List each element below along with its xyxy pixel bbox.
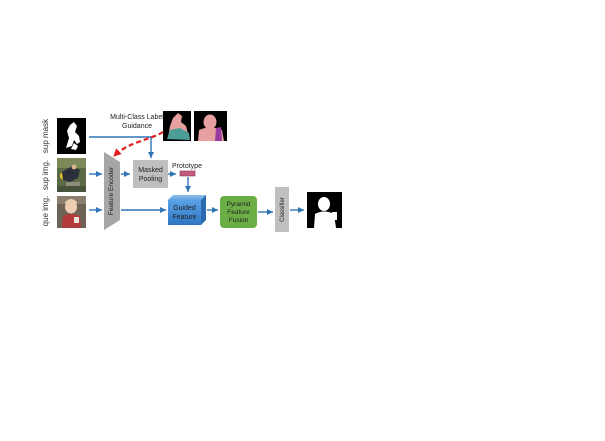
support-image [57,158,86,192]
prototype: Prototype [172,163,202,177]
multi-class-mask-1 [163,111,191,141]
pyramid-feature-fusion-box: Pyramid Feature Fusion [220,196,257,228]
que-img-label: que img. [41,196,50,227]
guidance-arrow [113,131,164,157]
input-arrows [89,136,166,213]
guidance-label-line1: Multi-Class Label [110,114,164,121]
sup-mask-label: sup mask [41,118,50,153]
guided-feature-line1: Guided [173,205,196,212]
query-image [57,196,86,228]
guidance-label-line2: Guidance [122,123,152,130]
guided-feature-cube: Guided Feature [168,195,206,225]
prototype-label: Prototype [172,163,202,170]
masked-pooling-line1: Masked [138,167,163,174]
classifier-box: Classifier [275,187,289,232]
fusion-line2: Feature [227,209,250,216]
guided-feature-line2: Feature [172,214,196,221]
sup-img-label: sup img. [41,160,50,190]
support-mask-image [57,118,86,154]
fusion-line3: Fusion [229,217,249,224]
feature-encoder: Feature Encoder [104,152,120,230]
multi-class-mask-2 [194,111,227,141]
feature-encoder-label: Feature Encoder [108,166,115,215]
output-mask-image [307,192,342,228]
masked-pooling-box: Masked Pooling [133,160,168,188]
fusion-line1: Pyramid [227,201,251,208]
classifier-label: Classifier [280,197,286,222]
masked-pooling-line2: Pooling [139,176,162,183]
